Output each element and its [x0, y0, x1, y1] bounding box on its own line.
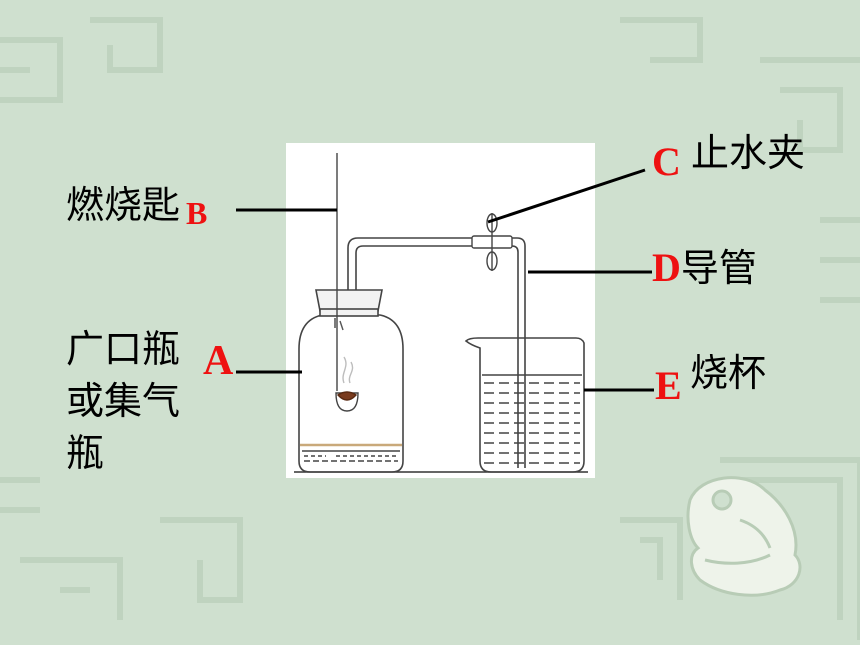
label-d-name: 导管 [680, 246, 757, 290]
label-c-letter: C [652, 139, 681, 184]
beaker [464, 337, 585, 473]
combustion-spoon [334, 153, 359, 412]
label-a-name-line1: 广口瓶 [66, 327, 181, 371]
label-d-letter: D [652, 245, 681, 290]
label-a-letter: A [203, 338, 234, 384]
wide-mouth-bottle [298, 314, 404, 473]
label-e-letter: E [655, 363, 682, 408]
apparatus-drawing [294, 153, 588, 473]
label-d-group: D导管 [652, 248, 757, 288]
delivery-tube [347, 237, 526, 468]
water-clamp [471, 213, 513, 271]
label-e-name: 烧杯 [690, 351, 767, 395]
dragon-ornament-icon [686, 476, 802, 597]
label-b-name: 燃烧匙 [66, 183, 181, 227]
label-a-name-line2: 或集气 [66, 379, 181, 423]
label-b-letter: B [186, 195, 208, 231]
label-a-name-line3: 瓶 [66, 431, 105, 475]
rubber-stopper [315, 289, 383, 317]
label-c-name: 止水夹 [691, 131, 806, 175]
apparatus-figure [286, 143, 595, 478]
